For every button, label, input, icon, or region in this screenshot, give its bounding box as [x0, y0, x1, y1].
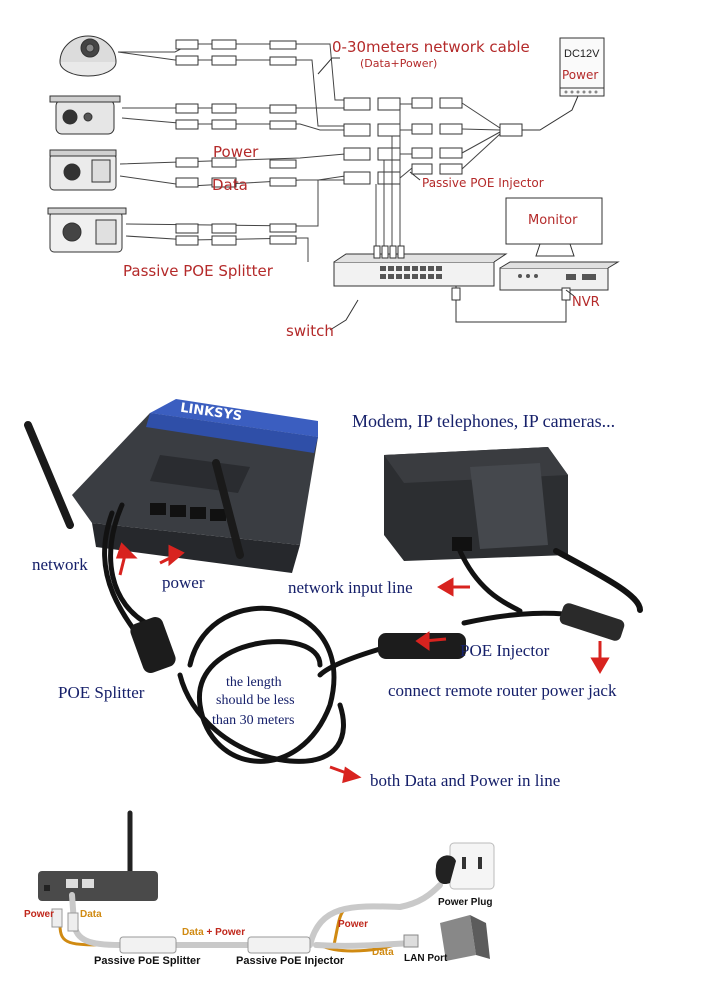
power-label: Power — [213, 143, 259, 161]
bullet-camera-1-icon — [49, 95, 121, 135]
monitor-icon — [505, 197, 603, 257]
length-line-1: the length — [226, 675, 282, 690]
data-power-label: Data + Power — [182, 927, 245, 938]
splitter-label: Passive POE Splitter — [123, 262, 273, 280]
power-plug-icon — [435, 842, 495, 890]
remote-power-label: connect remote router power jack — [388, 681, 617, 700]
devices-label: Modem, IP telephones, IP cameras... — [352, 411, 616, 431]
nvr-label: NVR — [572, 295, 600, 310]
power-label-p2: power — [162, 573, 205, 592]
data-left-label: Data — [80, 909, 102, 920]
monitor-label: Monitor — [528, 213, 578, 228]
injector-caption: Passive PoE Injector — [236, 955, 345, 967]
wifi-router-icon — [38, 810, 158, 901]
data-power-power: Power — [215, 927, 246, 938]
cctv-wiring-drawing — [47, 35, 620, 331]
poe-splitter-icon — [119, 936, 177, 954]
switch-label: switch — [286, 322, 334, 340]
injector-label: Passive POE Injector — [422, 176, 544, 190]
cable-label: 0-30meters network cable — [332, 38, 530, 56]
data-power-plus: + — [206, 927, 213, 938]
poe-injector-label: POE Injector — [460, 641, 550, 660]
router-poe-illustration — [24, 399, 643, 784]
router-icon — [72, 399, 318, 573]
splitter-caption: Passive PoE Splitter — [94, 955, 201, 967]
bullet-camera-3-icon — [47, 207, 127, 253]
poe-cctv-diagram: 0-30meters network cable (Data+Power) Po… — [0, 0, 704, 360]
red-arrows — [115, 542, 610, 784]
length-line-2: should be less — [216, 693, 295, 708]
power-left-label: Power — [24, 909, 55, 920]
network-label: network — [32, 555, 88, 574]
poe-kit-diagram: Power Data Data + Power Power Data Passi… — [0, 805, 704, 1003]
power-right-label: Power — [338, 919, 369, 930]
both-data-power-label: both Data and Power in line — [370, 771, 561, 790]
poe-router-photo-diagram: LINKSYS Modem, IP telephones, IP cameras… — [0, 375, 704, 795]
bullet-camera-2-icon — [49, 149, 117, 191]
lan-port-caption: LAN Port — [404, 953, 448, 964]
cable-sub-label: (Data+Power) — [360, 57, 438, 70]
network-input-label: network input line — [288, 578, 413, 597]
power-supply-icon — [559, 37, 605, 97]
data-right-label: Data — [372, 947, 394, 958]
psu-voltage-label: DC12V — [564, 48, 600, 60]
psu-power-label: Power — [562, 68, 599, 82]
power-plug-caption: Power Plug — [438, 897, 493, 908]
lan-port-icon — [403, 915, 490, 961]
poe-injector-icon — [247, 936, 311, 954]
nvr-icon — [499, 261, 620, 291]
poe-splitter-label: POE Splitter — [58, 683, 145, 702]
network-switch-icon — [333, 245, 508, 287]
dome-camera-icon — [59, 35, 117, 77]
length-line-3: than 30 meters — [212, 713, 295, 728]
antenna-icons — [24, 421, 244, 559]
data-power-data: Data — [182, 927, 204, 938]
data-label: Data — [212, 176, 248, 194]
poe-splitter-icon — [130, 617, 176, 673]
injector-connectors — [343, 97, 463, 185]
poe-kit-drawing — [38, 810, 495, 961]
modem-icon — [384, 447, 568, 561]
